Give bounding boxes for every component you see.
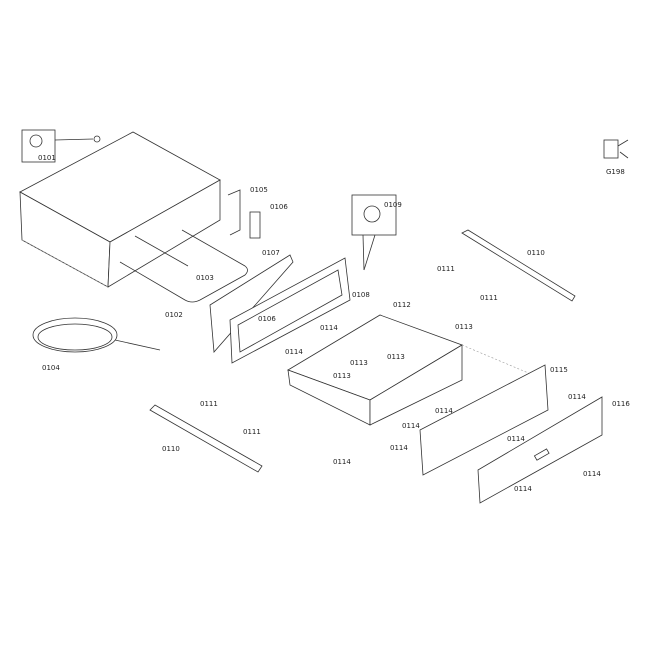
part-label-0114: 0114 <box>514 485 532 493</box>
housing <box>19 131 221 288</box>
part-label-0104: 0104 <box>42 364 60 372</box>
part-label-0115: 0115 <box>550 366 568 374</box>
front-panels <box>419 364 603 504</box>
part-label-0109: 0109 <box>384 201 402 209</box>
part-label-0106: 0106 <box>258 315 276 323</box>
part-label-0105: 0105 <box>250 186 268 194</box>
part-label-0101: 0101 <box>38 154 56 162</box>
part-label-0113: 0113 <box>350 359 368 367</box>
detail-box-0101 <box>21 129 101 163</box>
part-label-0111: 0111 <box>437 265 455 273</box>
corner-code: G198 <box>606 168 625 176</box>
service-tool-icon <box>603 139 629 159</box>
part-label-0114: 0114 <box>320 324 338 332</box>
heating-element <box>119 229 248 303</box>
door-frames <box>209 254 351 364</box>
part-label-0111: 0111 <box>243 428 261 436</box>
bracket-and-thermostat <box>227 189 261 239</box>
part-label-0113: 0113 <box>455 323 473 331</box>
part-label-0114: 0114 <box>507 435 525 443</box>
power-cable <box>32 317 161 353</box>
part-label-0114: 0114 <box>402 422 420 430</box>
part-label-0113: 0113 <box>333 372 351 380</box>
drawer <box>287 314 546 426</box>
slide-rail-left <box>149 404 263 473</box>
part-label-0116: 0116 <box>612 400 630 408</box>
part-label-0114: 0114 <box>568 393 586 401</box>
slide-rail-right <box>461 229 576 302</box>
part-label-0106: 0106 <box>270 203 288 211</box>
part-label-0114: 0114 <box>390 444 408 452</box>
part-label-0110: 0110 <box>527 249 545 257</box>
part-label-0110: 0110 <box>162 445 180 453</box>
part-label-0111: 0111 <box>480 294 498 302</box>
knob-detail <box>351 194 397 271</box>
part-label-0102: 0102 <box>165 311 183 319</box>
part-label-0112: 0112 <box>393 301 411 309</box>
part-label-0114: 0114 <box>333 458 351 466</box>
part-label-0103: 0103 <box>196 274 214 282</box>
part-label-0114: 0114 <box>285 348 303 356</box>
part-label-0111: 0111 <box>200 400 218 408</box>
part-label-0114: 0114 <box>435 407 453 415</box>
part-label-0108: 0108 <box>352 291 370 299</box>
part-label-0107: 0107 <box>262 249 280 257</box>
part-label-0113: 0113 <box>387 353 405 361</box>
part-labels: 0101 0105 0106 0107 0103 0102 0104 0109 0108 0110… <box>38 154 630 493</box>
part-label-0114: 0114 <box>583 470 601 478</box>
